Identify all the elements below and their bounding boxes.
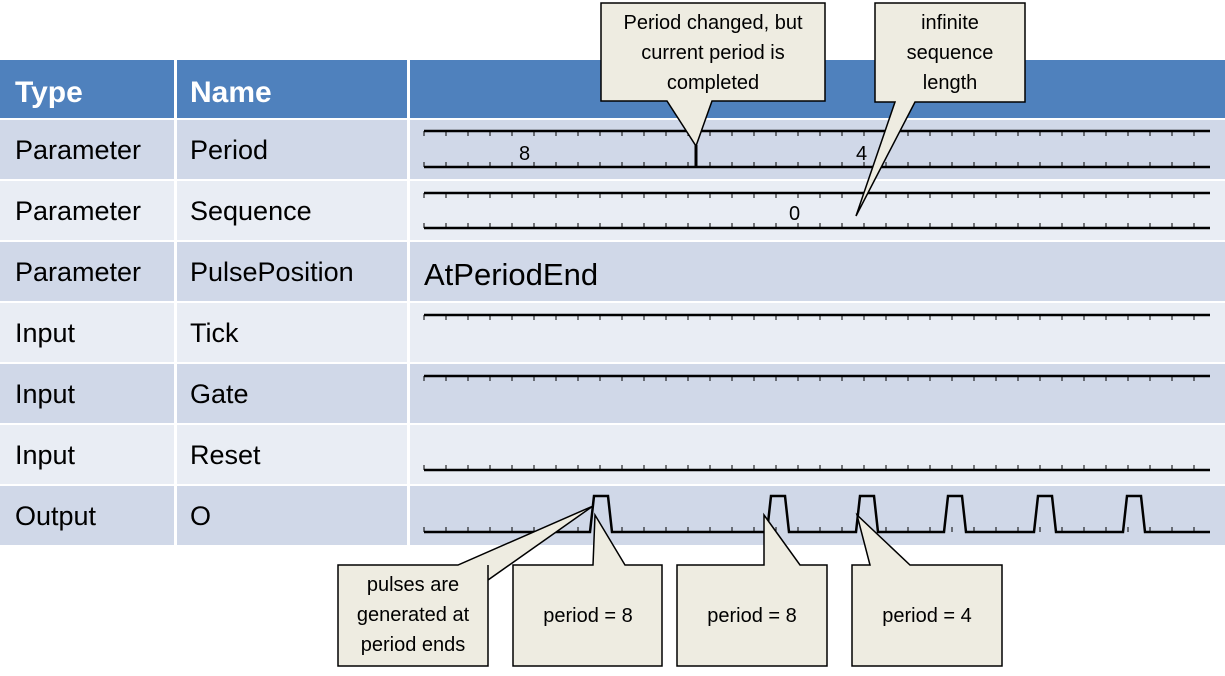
- callout-text: Period changed, but: [623, 12, 802, 34]
- callout-text: period = 8: [707, 605, 797, 627]
- output-signal: [424, 494, 1210, 534]
- header-name: Name: [190, 76, 272, 109]
- row-name-cell: Gate: [190, 379, 249, 409]
- row-name-cell: PulsePosition: [190, 257, 354, 287]
- callout-text: period = 4: [882, 605, 972, 627]
- row-name-cell: Sequence: [190, 196, 312, 226]
- column-separator: [174, 60, 177, 545]
- period-value-4: 4: [856, 143, 867, 165]
- row-type-cell: Parameter: [15, 196, 141, 226]
- row-gate-bg: [0, 364, 1225, 423]
- row-type-cell: Parameter: [15, 135, 141, 165]
- callout-infinite-sequence: infinite sequence length: [855, 2, 1026, 217]
- row-tick-bg: [0, 303, 1225, 362]
- callout-text: period ends: [361, 634, 466, 656]
- callout-text: pulses are: [367, 574, 459, 596]
- callout-text: length: [923, 72, 978, 94]
- callout-period-4: period = 4: [851, 512, 1003, 667]
- row-type-cell: Output: [15, 501, 97, 531]
- callout-period-8-second: period = 8: [676, 512, 828, 667]
- row-type-cell: Input: [15, 379, 76, 409]
- row-type-cell: Input: [15, 318, 76, 348]
- callout-period-changed: Period changed, but current period is co…: [600, 2, 826, 148]
- row-name-cell: O: [190, 501, 211, 531]
- row-name-cell: Reset: [190, 440, 261, 470]
- pulse-position-value: AtPeriodEnd: [424, 257, 598, 292]
- row-type-cell: Parameter: [15, 257, 141, 287]
- callout-text: generated at: [357, 604, 470, 626]
- callout-text: completed: [667, 72, 759, 94]
- row-output-bg: [0, 486, 1225, 545]
- callout-text: current period is: [641, 42, 784, 64]
- callout-text: sequence: [907, 42, 994, 64]
- header-type: Type: [15, 76, 83, 109]
- period-value-8: 8: [519, 143, 530, 165]
- row-period-bg: [0, 120, 1225, 179]
- sequence-value-0: 0: [789, 203, 800, 225]
- table: Type Name Parameter Period Parameter Seq…: [0, 60, 1225, 545]
- callout-pulses-generated: pulses are generated at period ends: [337, 505, 594, 667]
- callout-text: infinite: [921, 12, 979, 34]
- row-reset-bg: [0, 425, 1225, 484]
- row-name-cell: Period: [190, 135, 268, 165]
- column-separator: [407, 60, 410, 545]
- row-sequence-bg: [0, 181, 1225, 240]
- row-name-cell: Tick: [190, 318, 239, 348]
- row-pulseposition-bg: [0, 242, 1225, 301]
- waveforms: [423, 129, 1210, 534]
- row-type-cell: Input: [15, 440, 76, 470]
- callout-text: period = 8: [543, 605, 633, 627]
- callout-period-8-first: period = 8: [512, 512, 663, 667]
